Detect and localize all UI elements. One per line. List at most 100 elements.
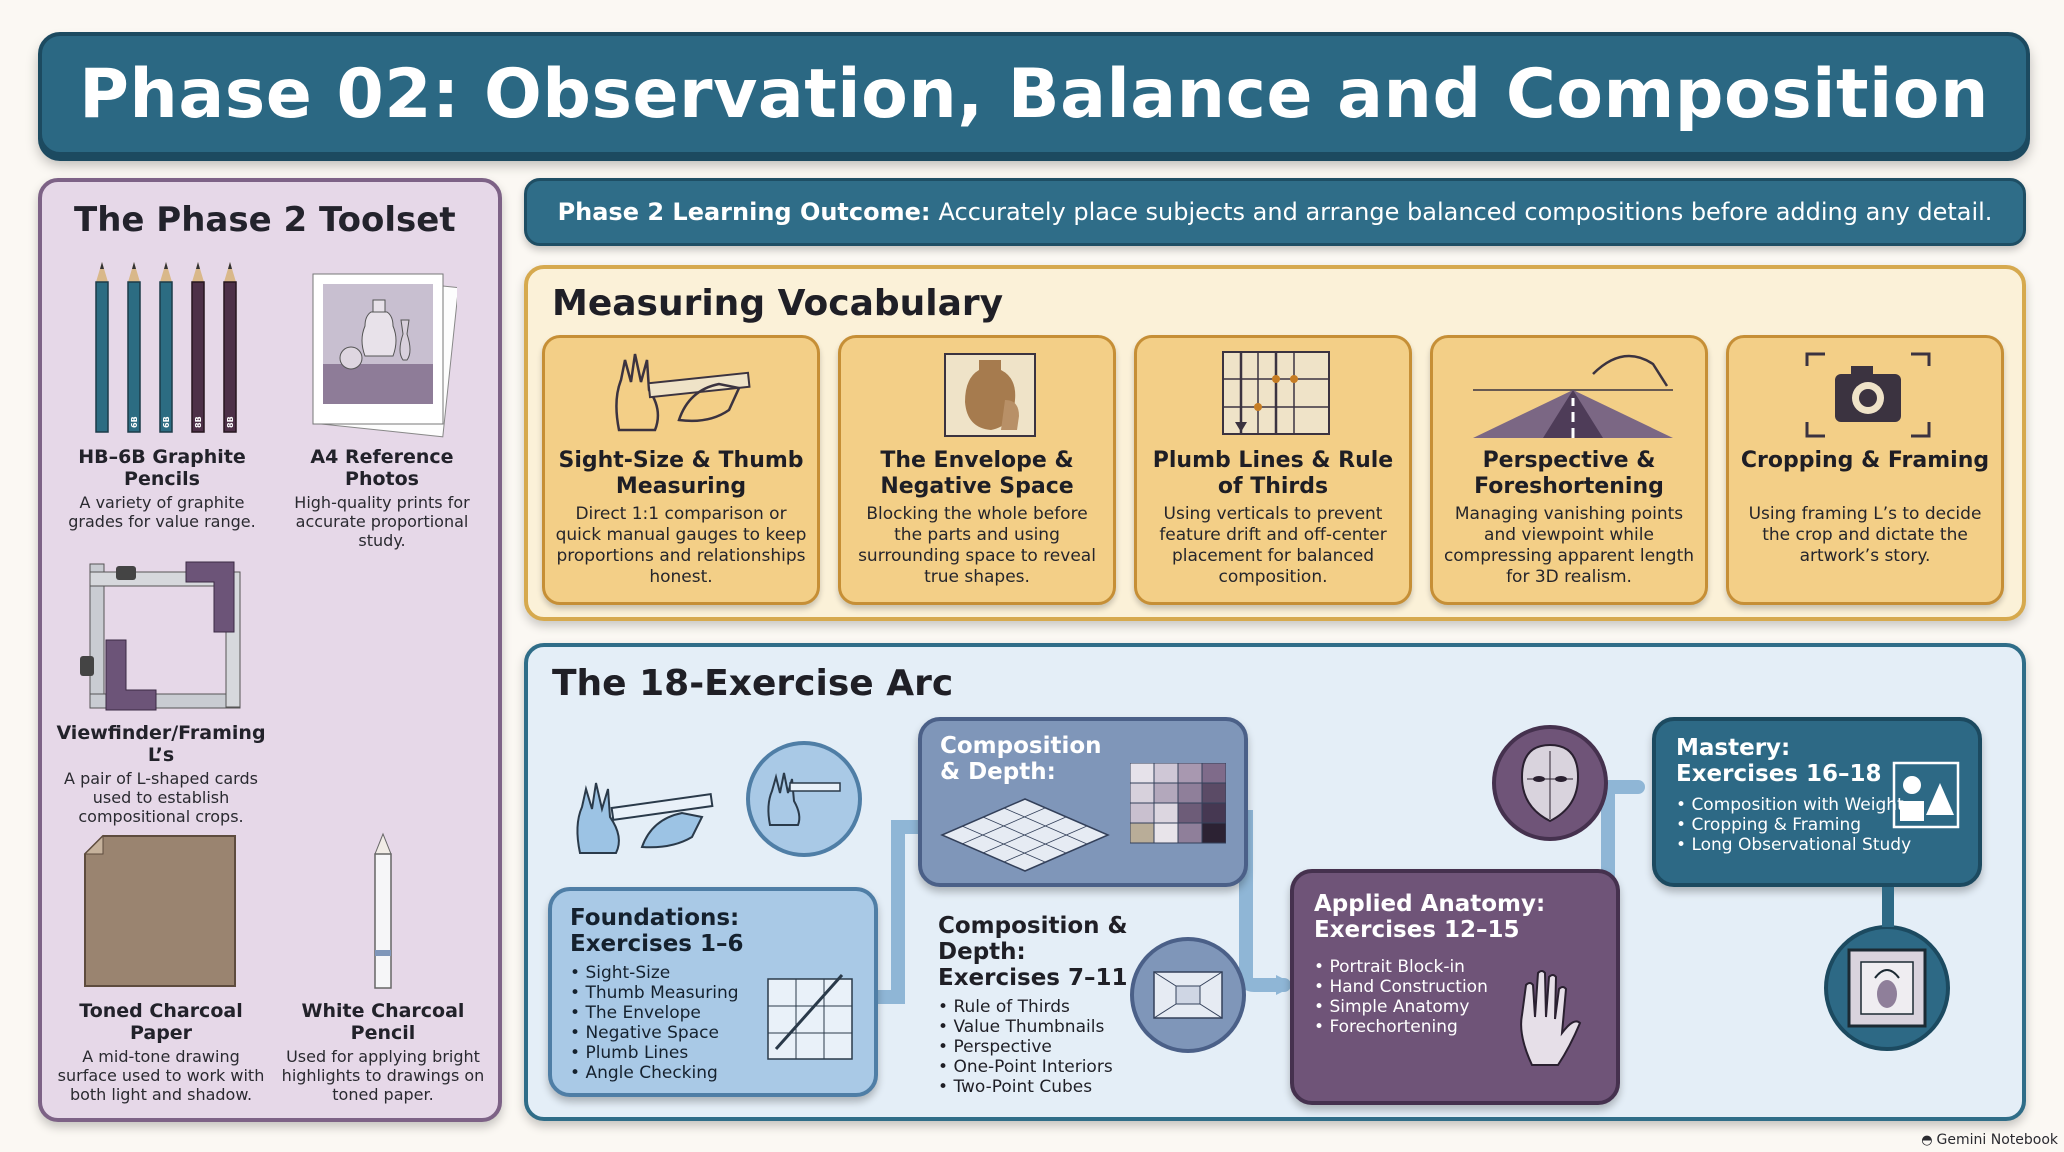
stage-composition-card: Composition & Depth: — [918, 717, 1248, 887]
vocab-card-title: Perspective & Foreshortening — [1474, 448, 1664, 499]
perspective-grid-icon — [940, 798, 1110, 872]
stage-list: Portrait Block-in Hand Construction Simp… — [1314, 957, 1596, 1037]
tool-reference-photos: A4 Reference Photos High-quality prints … — [282, 260, 482, 550]
stage-subtitle: Exercises 16–18 — [1676, 761, 1882, 787]
vocab-card-title: Cropping & Framing — [1740, 448, 1990, 473]
tool-name: HB–6B Graphite Pencils — [78, 446, 246, 490]
list-item: One-Point Interiors — [938, 1057, 1198, 1077]
tool-desc: A variety of graphite grades for value r… — [68, 493, 256, 531]
vocab-card-desc: Using verticals to prevent feature drift… — [1159, 504, 1387, 587]
pencil-grade-label: 6B — [130, 416, 139, 428]
vocab-card-desc: Managing vanishing points and viewpoint … — [1443, 504, 1695, 587]
vocab-card-title: Sight-Size & Thumb Measuring — [558, 448, 804, 499]
vocab-card-desc: Direct 1:1 comparison or quick manual ga… — [555, 504, 807, 587]
list-item: Sight-Size — [570, 963, 856, 983]
pencils-icon: 6B 6B 8B 8B — [95, 262, 237, 433]
stage-title: Applied Anatomy: — [1314, 891, 1546, 917]
list-item: Composition with Weight — [1676, 795, 1958, 815]
list-item: Rule of Thirds — [938, 997, 1198, 1017]
list-item: Angle Checking — [570, 1063, 856, 1083]
tool-graphite-pencils: 6B 6B 8B 8B HB–6B Graphite Pencils A var… — [62, 260, 262, 531]
hand-ruler-icon — [615, 353, 751, 432]
tool-desc: A mid-tone drawing surface used to work … — [57, 1047, 265, 1104]
viewfinder-icon — [80, 561, 241, 711]
tool-desc: Used for applying bright highlights to d… — [281, 1047, 485, 1104]
grid-sketch-icon — [767, 974, 853, 1060]
anatomy-bubble — [1492, 725, 1608, 841]
composition-text: Composition & Depth: Exercises 7–11 Rule… — [938, 913, 1198, 1097]
head-icon — [1520, 743, 1580, 823]
composition-shapes-icon — [1892, 761, 1960, 829]
tool-name: A4 Reference Photos — [310, 446, 454, 490]
brand-footer: ◓ Gemini Notebook — [1921, 1132, 2058, 1148]
stage-title: Composition & Depth: — [938, 913, 1128, 965]
outcome-label: Phase 2 Learning Outcome: — [557, 198, 931, 226]
road-icon — [1473, 354, 1673, 438]
vocab-card-desc: Using framing L’s to decide the crop and… — [1748, 504, 1982, 566]
list-item: Thumb Measuring — [570, 983, 856, 1003]
tool-desc: High-quality prints for accurate proport… — [294, 493, 470, 550]
stage-subtitle: Exercises 1–6 — [570, 931, 744, 957]
measuring-vocabulary-panel: Measuring Vocabulary Sight-Size & Thumb … — [524, 265, 2026, 621]
tool-name: Viewfinder/Framing L’s — [56, 722, 266, 766]
vocab-card-title: Plumb Lines & Rule of Thirds — [1152, 448, 1394, 499]
list-item: Forechortening — [1314, 1017, 1596, 1037]
list-item: Long Observational Study — [1676, 835, 1958, 855]
composition-bubble — [1130, 937, 1246, 1053]
tool-desc: A pair of L-shaped cards used to establi… — [64, 769, 258, 826]
camera-icon — [1805, 352, 1931, 438]
list-item: Hand Construction — [1314, 977, 1596, 997]
list-item: Perspective — [938, 1037, 1198, 1057]
tool-viewfinder: Viewfinder/Framing L’s A pair of L-shape… — [56, 554, 266, 826]
framed-artwork-icon — [1847, 948, 1927, 1028]
exercise-arc-panel: The 18-Exercise Arc Foundations: Exercis… — [524, 643, 2026, 1121]
vocab-card-title: The Envelope & Negative Space — [880, 448, 1074, 499]
vocab-heading: Measuring Vocabulary — [552, 283, 1004, 324]
tool-white-charcoal: White Charcoal Pencil Used for applying … — [278, 832, 488, 1104]
reference-photo-icon — [312, 273, 457, 438]
outcome-text: Accurately place subjects and arrange ba… — [938, 198, 1993, 226]
page-title: Phase 02: Observation, Balance and Compo… — [79, 54, 1989, 134]
stage-title: Foundations: — [570, 905, 740, 931]
foundations-bubble — [746, 741, 862, 857]
stage-mastery: Mastery: Exercises 16–18 Composition wit… — [1652, 717, 1982, 887]
vocab-card-desc: Blocking the whole before the parts and … — [858, 504, 1096, 587]
title-banner: Phase 02: Observation, Balance and Compo… — [38, 32, 2030, 156]
stage-list: Composition with Weight Cropping & Frami… — [1676, 795, 1958, 855]
vase-icon — [944, 353, 1036, 437]
stage-subtitle: Exercises 7–11 — [938, 965, 1128, 991]
tool-name: Toned Charcoal Paper — [79, 1000, 243, 1044]
brand-name: Gemini Notebook — [1936, 1132, 2058, 1148]
toned-paper-icon — [83, 834, 236, 987]
brand-icon: ◓ — [1921, 1132, 1933, 1148]
stage-list: Rule of Thirds Value Thumbnails Perspect… — [938, 997, 1198, 1097]
pencil-grade-label: 8B — [226, 416, 235, 428]
value-swatches-icon — [1130, 763, 1226, 844]
vocab-card-perspective: Perspective & Foreshortening Managing va… — [1430, 335, 1708, 605]
toolset-heading: The Phase 2 Toolset — [74, 200, 456, 240]
list-item: Two-Point Cubes — [938, 1077, 1198, 1097]
stage-list: Sight-Size Thumb Measuring The Envelope … — [570, 963, 856, 1083]
list-item: Plumb Lines — [570, 1043, 856, 1063]
pencil-grade-label: 6B — [162, 416, 171, 428]
mastery-bubble — [1824, 925, 1950, 1051]
vocab-card-plumb-lines: Plumb Lines & Rule of Thirds Using verti… — [1134, 335, 1412, 605]
list-item: Negative Space — [570, 1023, 856, 1043]
pencil-grade-label: 8B — [194, 416, 203, 428]
white-pencil-icon — [374, 832, 392, 989]
list-item: The Envelope — [570, 1003, 856, 1023]
arc-heading: The 18-Exercise Arc — [552, 663, 954, 704]
grid-icon — [1222, 351, 1330, 435]
tool-name: White Charcoal Pencil — [301, 1000, 465, 1044]
learning-outcome-bar: Phase 2 Learning Outcome: Accurately pla… — [524, 178, 2026, 246]
list-item: Value Thumbnails — [938, 1017, 1198, 1037]
mastery-connector — [1882, 887, 1894, 927]
list-item: Simple Anatomy — [1314, 997, 1596, 1017]
hand-icon — [1520, 970, 1582, 1066]
stage-title: Composition & Depth: — [940, 733, 1102, 785]
stage-subtitle: Exercises 12–15 — [1314, 917, 1520, 943]
list-item: Portrait Block-in — [1314, 957, 1596, 977]
thumb-measure-icon — [767, 772, 841, 826]
stage-foundations: Foundations: Exercises 1–6 Sight-Size Th… — [548, 887, 878, 1097]
list-item: Cropping & Framing — [1676, 815, 1958, 835]
